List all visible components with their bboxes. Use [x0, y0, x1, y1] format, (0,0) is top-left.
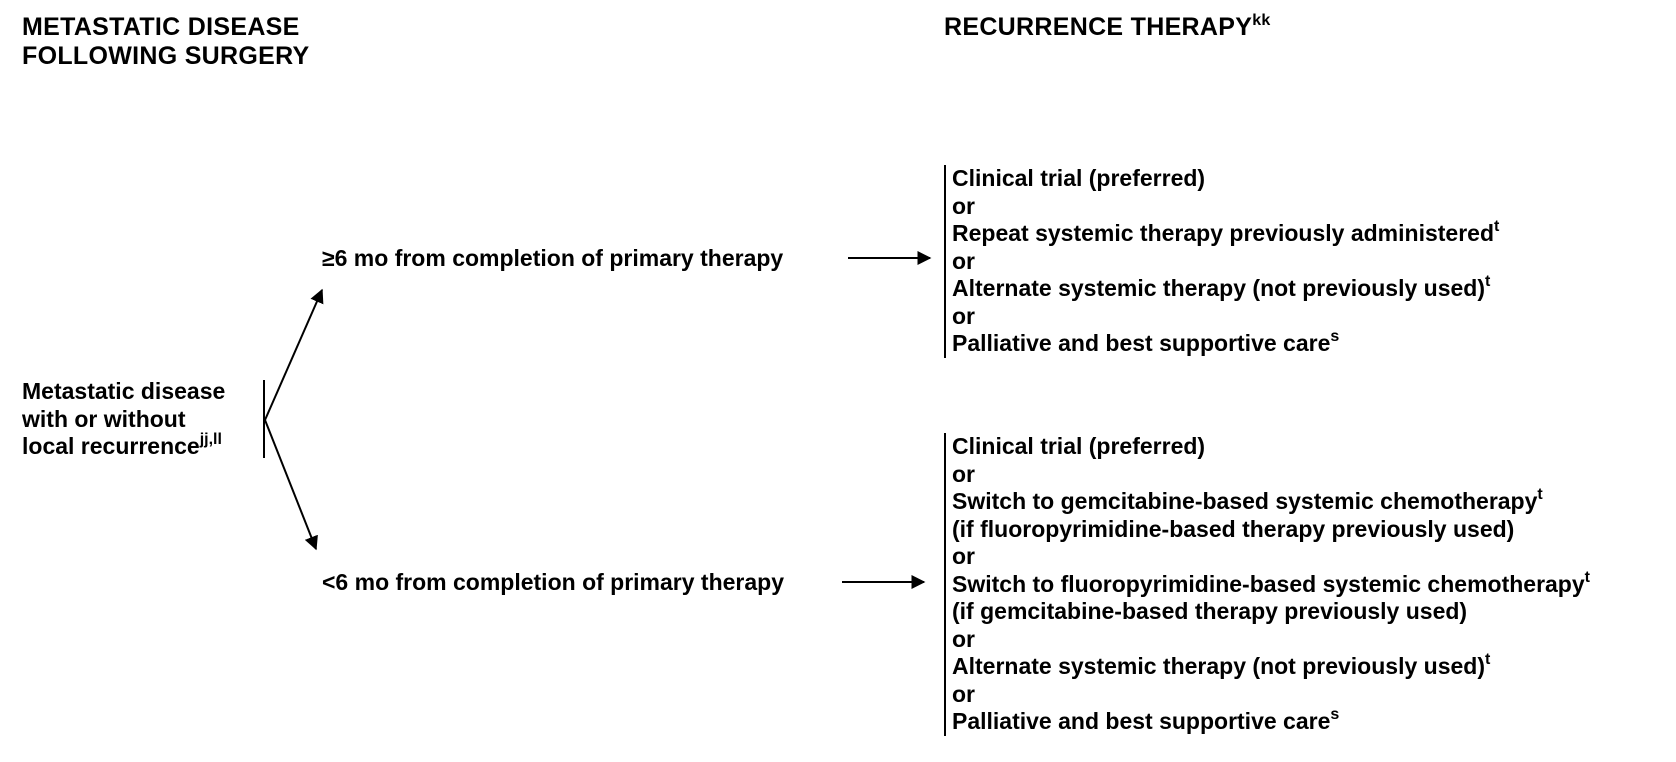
- option-line: Switch to gemcitabine-based systemic che…: [952, 488, 1538, 514]
- option-line: Clinical trial (preferred): [952, 165, 1206, 191]
- left-header-line: METASTATIC DISEASE: [22, 13, 300, 41]
- branch-label-lower: <6 mo from completion of primary therapy: [322, 569, 785, 595]
- option-footnote: t: [1485, 273, 1491, 290]
- option-footnote: t: [1485, 651, 1491, 668]
- option-line: Repeat systemic therapy previously admin…: [952, 220, 1494, 246]
- left-header-line: FOLLOWING SURGERY: [22, 42, 310, 70]
- right-column-header: RECURRENCE THERAPYkk: [944, 13, 1271, 42]
- option-line: Alternate systemic therapy (not previous…: [952, 653, 1485, 679]
- option-line: or: [952, 247, 975, 274]
- root-line: with or without: [22, 405, 186, 432]
- option-line: (if gemcitabine-based therapy previously…: [952, 598, 1468, 624]
- option-footnote: t: [1537, 486, 1543, 503]
- right-header-footnote: kk: [1252, 12, 1271, 29]
- option-line: or: [952, 302, 975, 329]
- option-line: Palliative and best supportive care: [952, 330, 1331, 356]
- option-line: Palliative and best supportive care: [952, 708, 1331, 734]
- option-line: or: [952, 543, 975, 569]
- left-column-header: METASTATIC DISEASE FOLLOWING SURGERY: [22, 13, 310, 71]
- option-footnote: s: [1330, 706, 1340, 723]
- option-line: (if fluoropyrimidine-based therapy previ…: [952, 515, 1515, 542]
- option-footnote: s: [1330, 328, 1340, 345]
- arrow-to-upper-branch: [264, 288, 324, 421]
- right-header-text: RECURRENCE THERAPY: [944, 13, 1253, 41]
- options-lower: Clinical trial (preferred) or Switch to …: [944, 433, 1590, 736]
- option-line: or: [952, 460, 975, 487]
- option-footnote: t: [1494, 218, 1500, 235]
- option-line: Switch to fluoropyrimidine-based systemi…: [952, 570, 1585, 597]
- arrow-to-lower-branch: [264, 419, 318, 551]
- option-line: or: [952, 625, 975, 652]
- option-line: Clinical trial (preferred): [952, 433, 1206, 459]
- option-line: Alternate systemic therapy (not previous…: [952, 275, 1485, 301]
- root-bracket-line: [263, 380, 265, 458]
- root-node: Metastatic disease with or without local…: [22, 378, 225, 461]
- options-upper: Clinical trial (preferred) or Repeat sys…: [944, 165, 1499, 358]
- option-line: or: [952, 680, 975, 707]
- root-footnote: jj,ll: [199, 431, 222, 448]
- branch-label-upper: ≥6 mo from completion of primary therapy: [322, 245, 784, 271]
- option-footnote: t: [1584, 568, 1590, 586]
- option-line: or: [952, 192, 975, 219]
- root-line: local recurrence: [22, 433, 200, 459]
- root-line: Metastatic disease: [22, 378, 226, 404]
